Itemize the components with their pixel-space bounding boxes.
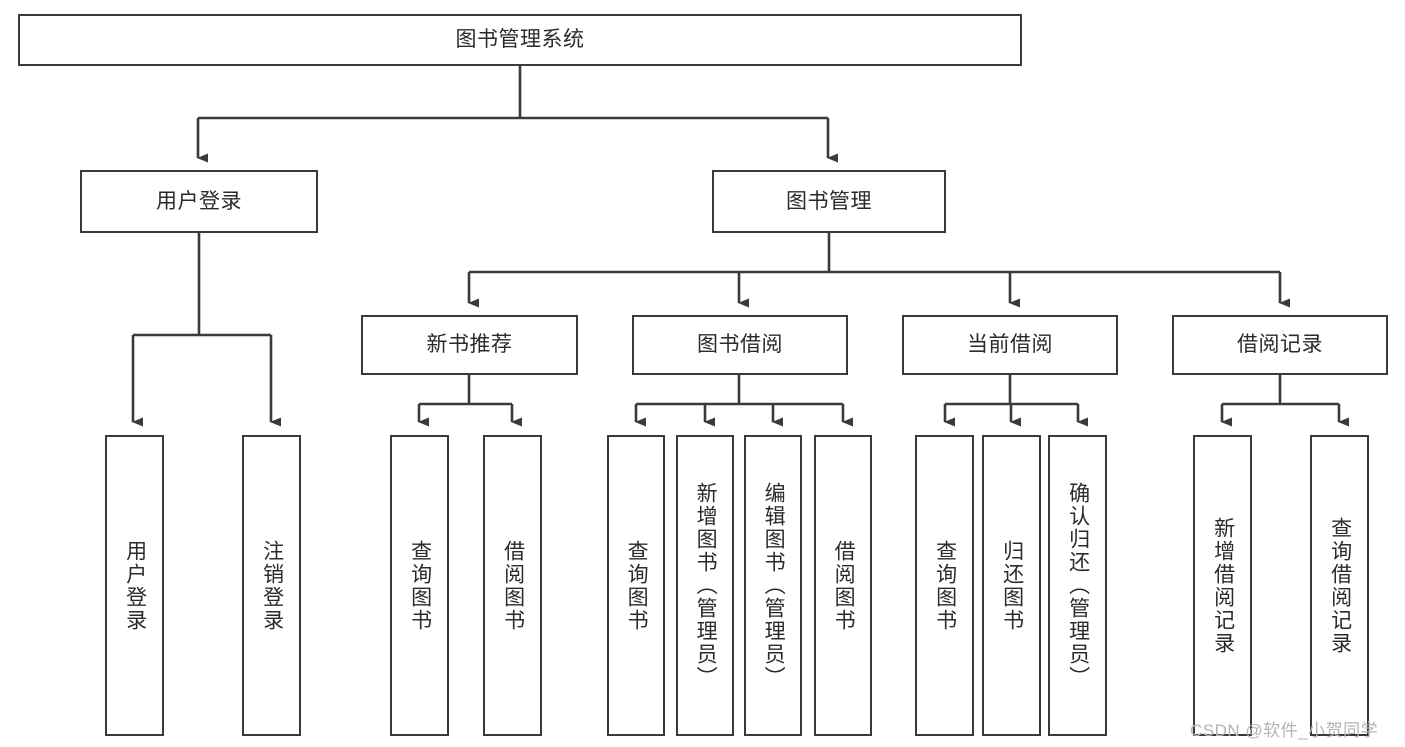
leaf-book-borrow-edit[interactable]: 编辑图书（管理员）	[744, 435, 802, 736]
leaf-borrow-record-add[interactable]: 新增借阅记录	[1193, 435, 1252, 736]
node-book-management[interactable]: 图书管理	[712, 170, 946, 233]
leaf-current-borrow-confirm-return[interactable]: 确认归还（管理员）	[1048, 435, 1107, 736]
node-new-book-recommend[interactable]: 新书推荐	[361, 315, 578, 375]
leaf-new-book-borrow[interactable]: 借阅图书	[483, 435, 542, 736]
leaf-user-login-logout[interactable]: 注销登录	[242, 435, 301, 736]
leaf-borrow-record-query[interactable]: 查询借阅记录	[1310, 435, 1369, 736]
leaf-book-borrow-borrow[interactable]: 借阅图书	[814, 435, 872, 736]
leaf-book-borrow-query[interactable]: 查询图书	[607, 435, 665, 736]
node-current-borrow[interactable]: 当前借阅	[902, 315, 1118, 375]
leaf-current-borrow-query[interactable]: 查询图书	[915, 435, 974, 736]
csdn-watermark: CSDN @软件_小贺同学	[1190, 721, 1379, 740]
leaf-book-borrow-add[interactable]: 新增图书（管理员）	[676, 435, 734, 736]
leaf-user-login-login[interactable]: 用户登录	[105, 435, 164, 736]
node-root-system[interactable]: 图书管理系统	[18, 14, 1022, 66]
node-book-borrow[interactable]: 图书借阅	[632, 315, 848, 375]
node-user-login[interactable]: 用户登录	[80, 170, 318, 233]
leaf-current-borrow-return[interactable]: 归还图书	[982, 435, 1041, 736]
leaf-new-book-query[interactable]: 查询图书	[390, 435, 449, 736]
node-borrow-record[interactable]: 借阅记录	[1172, 315, 1388, 375]
